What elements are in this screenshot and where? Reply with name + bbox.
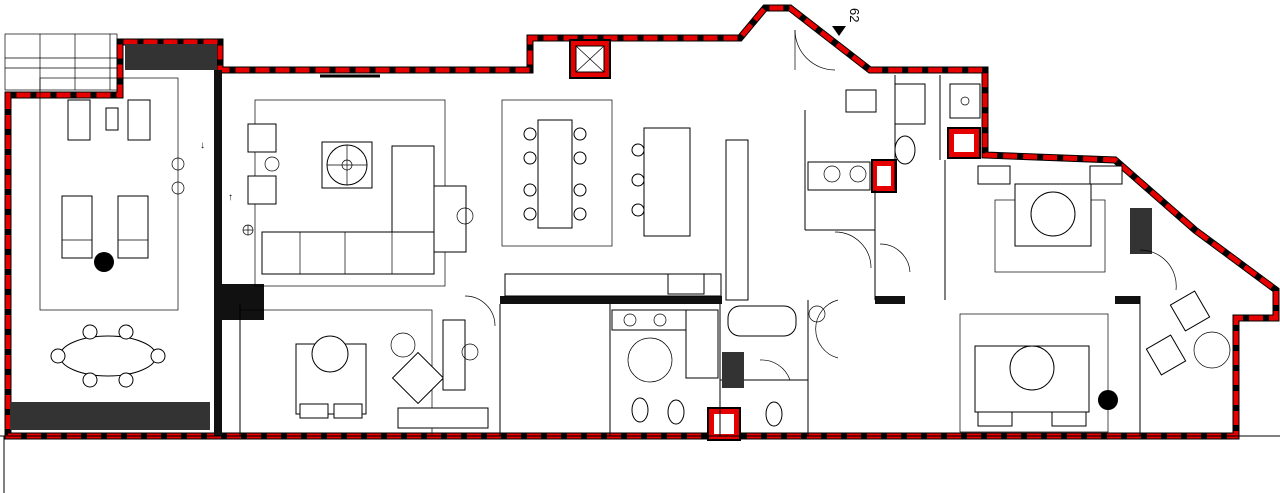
living-room bbox=[247, 74, 474, 287]
rug bbox=[391, 351, 445, 405]
sun-lounger bbox=[61, 195, 93, 259]
planter bbox=[10, 402, 210, 430]
structural-column bbox=[871, 159, 897, 193]
planter bbox=[125, 44, 217, 70]
svg-text:↓: ↓ bbox=[200, 140, 205, 151]
structural-column bbox=[947, 127, 981, 159]
sofa bbox=[261, 231, 435, 275]
sun-lounger bbox=[117, 195, 149, 259]
level-annotation: 62 bbox=[847, 8, 862, 22]
shower bbox=[627, 337, 673, 383]
arrow-icon bbox=[832, 26, 846, 36]
dining-chairs bbox=[523, 127, 587, 221]
toilet bbox=[894, 135, 916, 165]
armchair bbox=[247, 123, 277, 153]
level-marker: 62 bbox=[832, 8, 862, 36]
bathtub bbox=[727, 305, 797, 337]
toilet bbox=[667, 399, 685, 425]
exterior-wall bbox=[4, 4, 1280, 440]
lounge-chair bbox=[127, 99, 151, 141]
bedroom-left bbox=[239, 309, 489, 437]
outdoor-chairs bbox=[50, 324, 166, 388]
dining-area bbox=[501, 99, 722, 297]
railing bbox=[4, 33, 118, 91]
toilet bbox=[631, 397, 649, 423]
terrace: ↓ ↑ bbox=[4, 33, 254, 430]
interior-walls bbox=[214, 70, 1141, 436]
armchair bbox=[247, 175, 277, 205]
kitchen-counter bbox=[504, 273, 722, 297]
side-table bbox=[1193, 331, 1231, 369]
lounge-chair bbox=[1169, 290, 1211, 332]
svg-text:↑: ↑ bbox=[228, 192, 233, 203]
kitchen-island bbox=[643, 127, 691, 237]
bathroom bbox=[611, 305, 826, 427]
lounge-chair bbox=[67, 99, 91, 141]
structural-column bbox=[707, 407, 741, 441]
utility-area bbox=[807, 83, 981, 191]
desk bbox=[442, 319, 466, 391]
lounge-chair bbox=[1145, 334, 1187, 376]
outdoor-table bbox=[59, 335, 157, 377]
doors bbox=[464, 29, 1177, 381]
dining-table bbox=[537, 119, 573, 229]
toilet bbox=[765, 401, 783, 427]
structural-column bbox=[569, 39, 611, 79]
master-bedroom bbox=[959, 165, 1231, 433]
desk bbox=[433, 185, 467, 253]
